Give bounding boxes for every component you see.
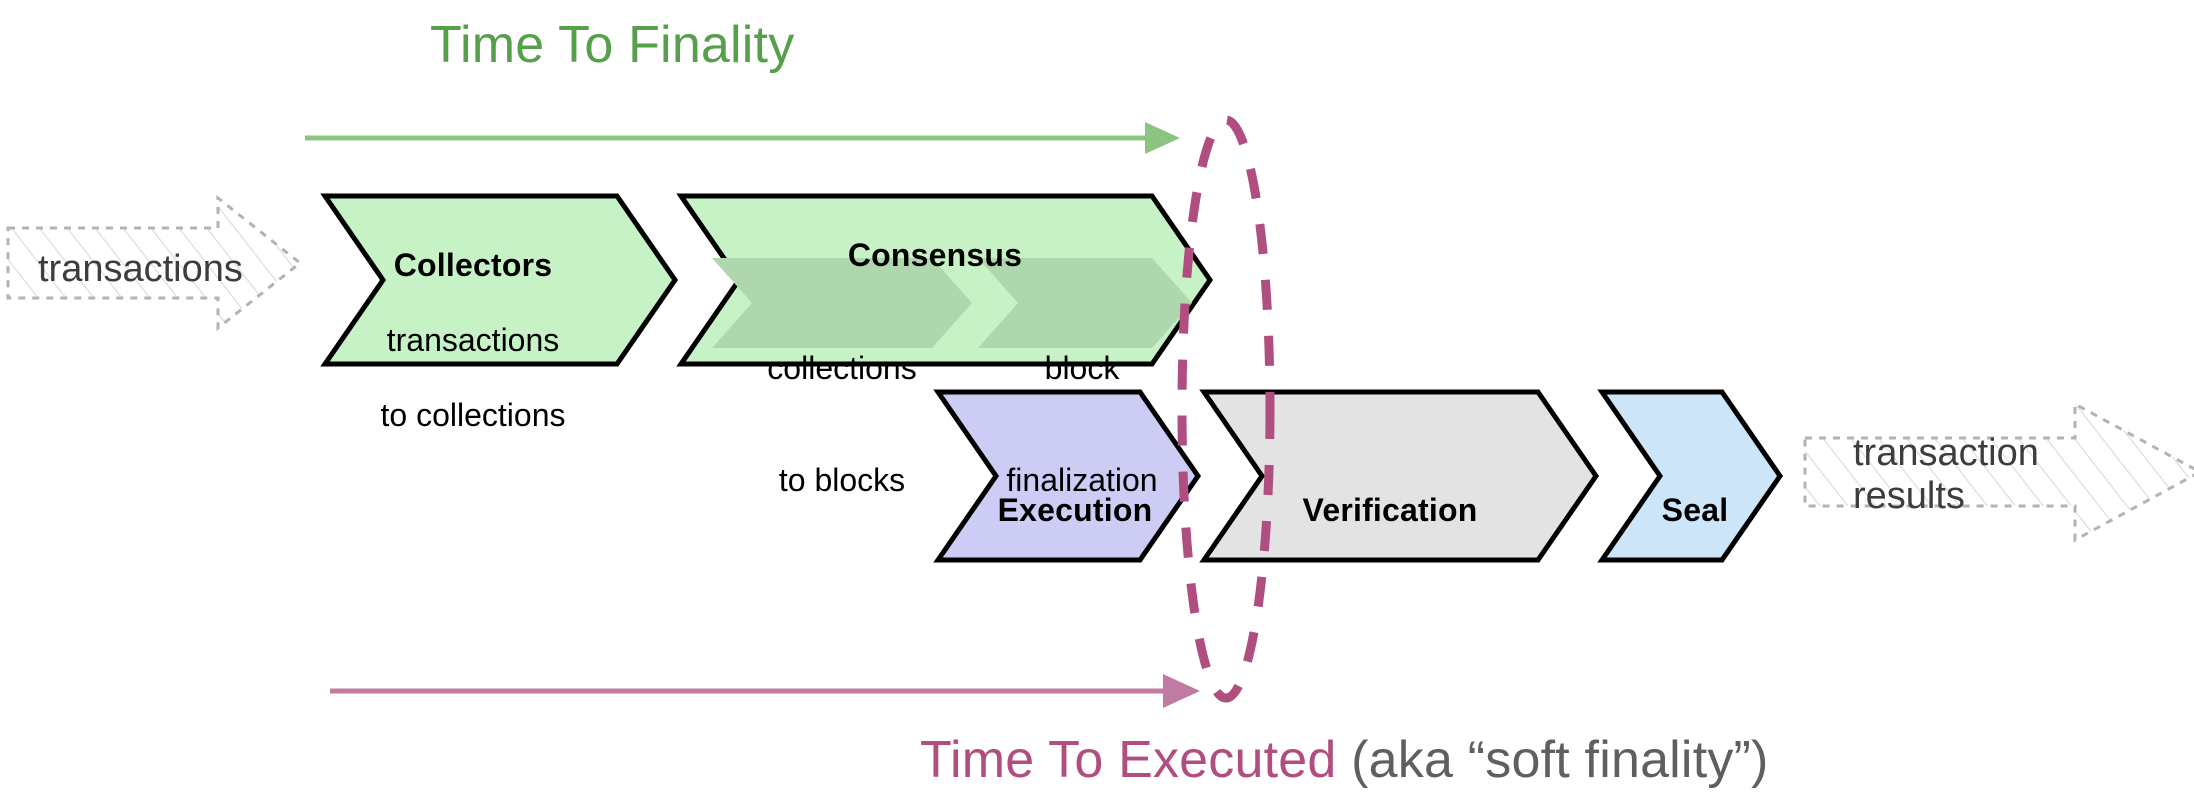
time-to-executed-accent-text: Time To Executed [920,731,1337,789]
substage-block-finalization-label: block finalization [962,275,1202,575]
output-results-line1: transaction [1853,432,2039,474]
input-ghost-arrow [6,194,303,332]
verification-header: Verification [1302,492,1478,529]
seal-header: Seal [1661,492,1729,529]
finality-marker-ellipse [1177,115,1275,703]
input-transactions-label: transactions [38,248,243,290]
chevron-consensus-label: Consensus [700,200,1170,312]
time-to-finality-arrow [305,122,1180,154]
substage-a-line2: to blocks [778,462,906,499]
time-to-executed-title: Time To Executed (aka “soft finality”) [920,732,1769,788]
substage-b-line1: block [1044,349,1120,386]
chevron-execution[interactable] [933,389,1202,563]
time-to-executed-muted-text: (aka “soft finality”) [1336,731,1769,789]
chevron-verification[interactable] [1199,389,1600,563]
substage-b-line2: finalization [1006,462,1158,499]
substage-collections-to-blocks-label: collections to blocks [722,275,962,575]
substage-a-line1: collections [767,349,917,386]
chevron-execution-label: Execution [960,455,1190,567]
collectors-header: Collectors [393,247,553,284]
chevron-collectors[interactable] [320,193,679,367]
time-to-executed-arrow [330,674,1200,708]
output-ghost-arrow [1803,401,2194,543]
execution-header: Execution [997,492,1153,529]
chevron-seal[interactable] [1597,389,1784,563]
collectors-sub-line2: to collections [380,397,566,434]
substage-collections-to-blocks[interactable] [712,258,972,348]
output-results-line2: results [1853,474,1965,517]
substage-block-finalization[interactable] [978,258,1192,348]
chevron-seal-label: Seal [1620,455,1770,567]
collectors-sub-line1: transactions [386,322,560,359]
time-to-finality-title: Time To Finality [430,16,795,74]
chevron-verification-label: Verification [1230,455,1550,567]
consensus-header: Consensus [847,237,1023,274]
chevron-collectors-label: Collectors transactions to collections [323,210,623,472]
